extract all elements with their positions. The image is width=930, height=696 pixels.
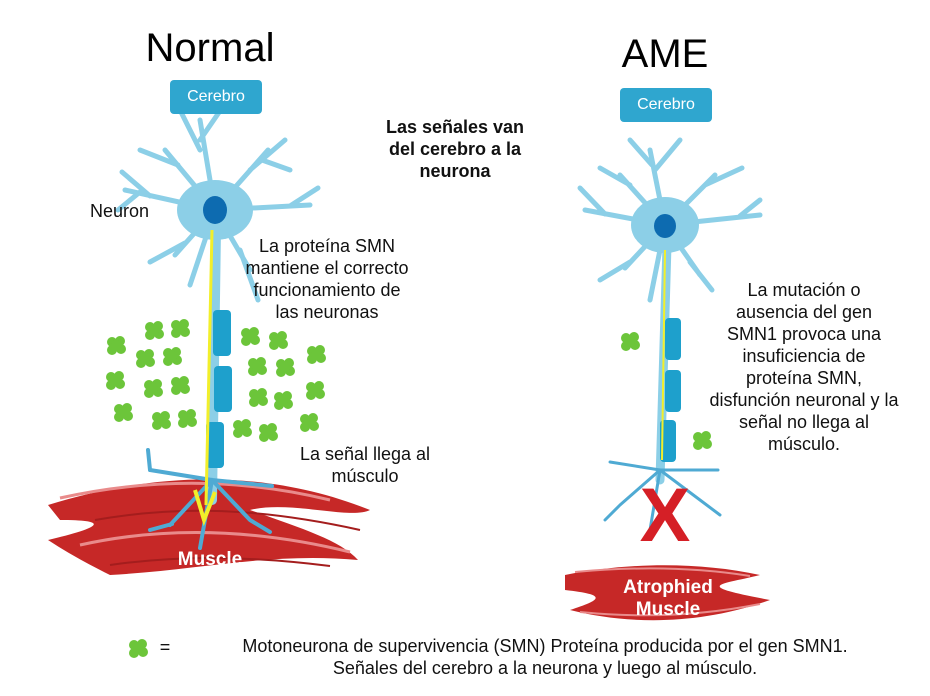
- right-muscle: [565, 565, 770, 621]
- legend-line: Motoneurona de supervivencia (SMN) Prote…: [242, 636, 848, 656]
- title-sma: AME: [621, 32, 709, 76]
- mutation-note-line: SMN1 provoca una: [726, 323, 882, 344]
- blocked-signal-cross-icon: X: [639, 473, 691, 558]
- signal-reach-note-line: músculo: [331, 465, 399, 486]
- mutation-note: La mutación o ausencia del gen SMN1 prov…: [688, 280, 920, 456]
- mutation-note-line: proteína SMN,: [745, 367, 863, 388]
- legend-text: Motoneurona de supervivencia (SMN) Prote…: [180, 636, 910, 680]
- atrophied-muscle-label-line: Atrophied: [623, 577, 713, 598]
- signals-note: Las señales van del cerebro a la neurona: [355, 117, 555, 183]
- atrophied-muscle-label: Atrophied Muscle: [608, 577, 728, 621]
- signal-reach-note: La señal llega al músculo: [270, 444, 460, 488]
- muscle-label: Muscle: [177, 549, 243, 570]
- signals-note-line: Las señales van: [385, 117, 525, 137]
- smn-note: La proteína SMN mantiene el correcto fun…: [222, 236, 432, 324]
- left-muscle: [48, 479, 370, 575]
- brain-label-left: Cerebro: [170, 80, 262, 114]
- legend-line: Señales del cerebro a la neurona y luego…: [332, 657, 758, 678]
- title-normal: Normal: [145, 26, 275, 70]
- right-nucleus-icon: [654, 214, 676, 238]
- smn-note-line: mantiene el correcto: [245, 257, 409, 278]
- legend-protein-icon: [129, 639, 148, 658]
- mutation-note-line: músculo.: [767, 433, 841, 454]
- left-signal-arrow: [193, 229, 217, 527]
- smn-note-line: funcionamiento de: [253, 279, 401, 300]
- right-myelin: [660, 318, 681, 462]
- signals-note-line: neurona: [419, 160, 491, 181]
- right-signal-line: [661, 249, 666, 461]
- left-nucleus-icon: [203, 196, 227, 224]
- legend-equals: =: [159, 637, 171, 657]
- mutation-note-line: señal no llega al: [738, 411, 870, 432]
- mutation-note-line: insuficiencia de: [742, 345, 866, 366]
- atrophied-muscle-label-line: Muscle: [635, 598, 701, 620]
- neuron-label: Neuron: [90, 201, 150, 221]
- signals-note-line: del cerebro a la: [388, 138, 522, 159]
- smn-note-line: las neuronas: [275, 301, 379, 322]
- smn-note-line: La proteína SMN: [258, 236, 396, 256]
- mutation-note-line: ausencia del gen: [735, 301, 873, 322]
- mutation-note-line: disfunción neuronal y la: [709, 389, 899, 410]
- signal-reach-note-line: La señal llega al: [299, 444, 431, 464]
- left-myelin: [206, 310, 232, 468]
- mutation-note-line: La mutación o: [747, 280, 861, 300]
- brain-label-right: Cerebro: [620, 88, 712, 122]
